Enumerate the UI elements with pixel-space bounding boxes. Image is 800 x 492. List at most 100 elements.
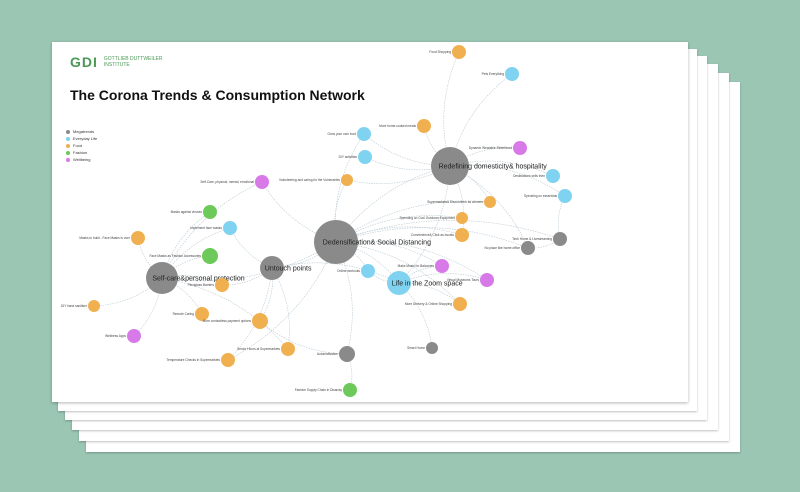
network-edge	[335, 241, 461, 305]
legend-item: Wellbeing	[66, 156, 97, 163]
node-label: Food Shopping	[429, 50, 451, 54]
network-edge	[449, 165, 464, 236]
network-node-n34: Wellness Apps	[105, 329, 141, 343]
network-node-n11: DIY activities	[339, 150, 372, 164]
network-edge	[161, 181, 263, 279]
network-edge	[335, 240, 443, 267]
node-circle	[281, 342, 295, 356]
node-circle	[131, 231, 145, 245]
node-circle	[553, 232, 567, 246]
node-label: Self-care&personal protection	[152, 276, 244, 283]
node-label: Untouch points	[265, 266, 312, 273]
network-node-n6: Automatisation	[317, 346, 355, 362]
legend: Megatrends Everyday Life Food Fashion We…	[66, 128, 97, 163]
network-node-n1: Dedensification& Social Distancing	[314, 220, 431, 264]
node-label: Convenience& Click as boosts	[411, 233, 454, 237]
network-node-n32: More contactless payment options	[203, 313, 268, 329]
node-label: Tech Home & Livestreaming	[512, 237, 552, 241]
node-label: Masks to build - Face Masks is over	[79, 236, 131, 240]
network-node-n24: Masks to build - Face Masks is over	[79, 231, 145, 245]
network-node-n30: More Delivery & Online Shopping	[405, 297, 467, 311]
network-edge	[227, 241, 337, 361]
node-circle	[146, 262, 178, 294]
network-node-n35: Senior Hours at Supermarkets	[237, 342, 295, 356]
network-edge	[161, 277, 289, 350]
node-label: Supermarkets& Discounters as winners	[427, 200, 483, 204]
node-label: Automatisation	[317, 352, 338, 356]
network-node-n12: Dynamic Wearable Rebelhood	[469, 141, 527, 155]
node-circle	[546, 169, 560, 183]
network-node-n38: Smart Home	[407, 342, 438, 354]
node-circle	[452, 45, 466, 59]
network-node-n20: Tech Home & Livestreaming	[512, 232, 567, 246]
node-label: DIY activities	[339, 155, 358, 159]
network-node-n8: Pets Everything	[482, 67, 519, 81]
node-label: Smart Home	[407, 346, 425, 350]
network-node-n16: Self-Care, physical, mental, emotional	[200, 175, 269, 189]
network-edge	[335, 227, 529, 249]
legend-label: Fashion	[73, 150, 88, 155]
legend-item: Fashion	[66, 149, 97, 156]
legend-swatch	[66, 143, 70, 148]
network-node-n4: Untouch points	[260, 256, 312, 280]
network-edge	[335, 215, 463, 243]
network-node-n22: Masks against viruses	[171, 205, 217, 219]
slide: GDI GOTTLIEB DUTTWEILER INSTITUTE The Co…	[52, 42, 688, 402]
legend-label: Everyday Life	[73, 136, 98, 141]
node-circle	[202, 248, 218, 264]
legend-label: Wellbeing	[73, 157, 91, 162]
logo-subtitle: GOTTLIEB DUTTWEILER INSTITUTE	[104, 56, 174, 68]
network-edge	[398, 165, 451, 284]
node-circle	[521, 241, 535, 255]
network-node-n10: More home-cooked meals	[379, 119, 431, 133]
node-label: Virtual Museums Tours	[447, 278, 480, 282]
node-circle	[88, 300, 100, 312]
node-circle	[358, 150, 372, 164]
node-circle	[252, 313, 268, 329]
node-circle	[341, 174, 353, 186]
node-label: Wellness Apps	[105, 334, 126, 338]
node-circle	[127, 329, 141, 343]
node-label: Self-Care, physical, mental, emotional	[200, 180, 254, 184]
network-edge	[271, 262, 400, 284]
logo-line-2: INSTITUTE	[103, 62, 130, 68]
legend-swatch	[66, 129, 70, 134]
network-node-n28: Make Music for Balconies	[398, 259, 449, 273]
network-node-n13: Destinations sells then	[513, 169, 560, 183]
legend-swatch	[66, 157, 70, 162]
node-circle	[343, 383, 357, 397]
node-circle	[505, 67, 519, 81]
legend-item: Food	[66, 142, 97, 149]
node-label: Remote Caring	[173, 312, 195, 316]
node-circle	[431, 147, 469, 185]
network-edge	[259, 320, 348, 355]
network-edge	[93, 277, 163, 307]
node-label: Plexiglass Barriers	[188, 283, 215, 287]
node-label: Dynamic Wearable Rebelhood	[469, 146, 512, 150]
legend-item: Everyday Life	[66, 135, 97, 142]
node-circle	[195, 307, 209, 321]
network-node-n31: Remote Caring	[173, 307, 209, 321]
node-label: No place like home office	[484, 246, 520, 250]
network-edge	[335, 241, 400, 284]
network-node-n23: Implement face masks	[190, 221, 237, 235]
network-node-n5: Life in the Zoom space	[387, 271, 463, 295]
node-label: Destinations sells then	[513, 174, 545, 178]
network-edge	[161, 241, 337, 282]
network-node-n15: Volunteering and caring for the Vulnerab…	[279, 174, 353, 186]
network-node-n26: Plexiglass Barriers	[188, 278, 229, 292]
node-label: Pets Everything	[482, 72, 505, 76]
node-label: Spending on Cool Outdoors Equipment	[400, 216, 456, 220]
node-label: More home-cooked meals	[379, 124, 416, 128]
node-circle	[255, 175, 269, 189]
node-label: Volunteering and caring for the Vulnerab…	[279, 178, 340, 182]
node-circle	[456, 212, 468, 224]
network-node-n18: Spending on Cool Outdoors Equipment	[400, 212, 468, 224]
legend-item: Megatrends	[66, 128, 97, 135]
node-circle	[484, 196, 496, 208]
node-label: Fashion Supply Chain in Disarray	[295, 388, 343, 392]
network-edge	[398, 273, 488, 284]
network-node-n7: Food Shopping	[429, 45, 466, 59]
node-label: Dedensification& Social Distancing	[323, 240, 431, 247]
network-edge	[449, 73, 513, 167]
